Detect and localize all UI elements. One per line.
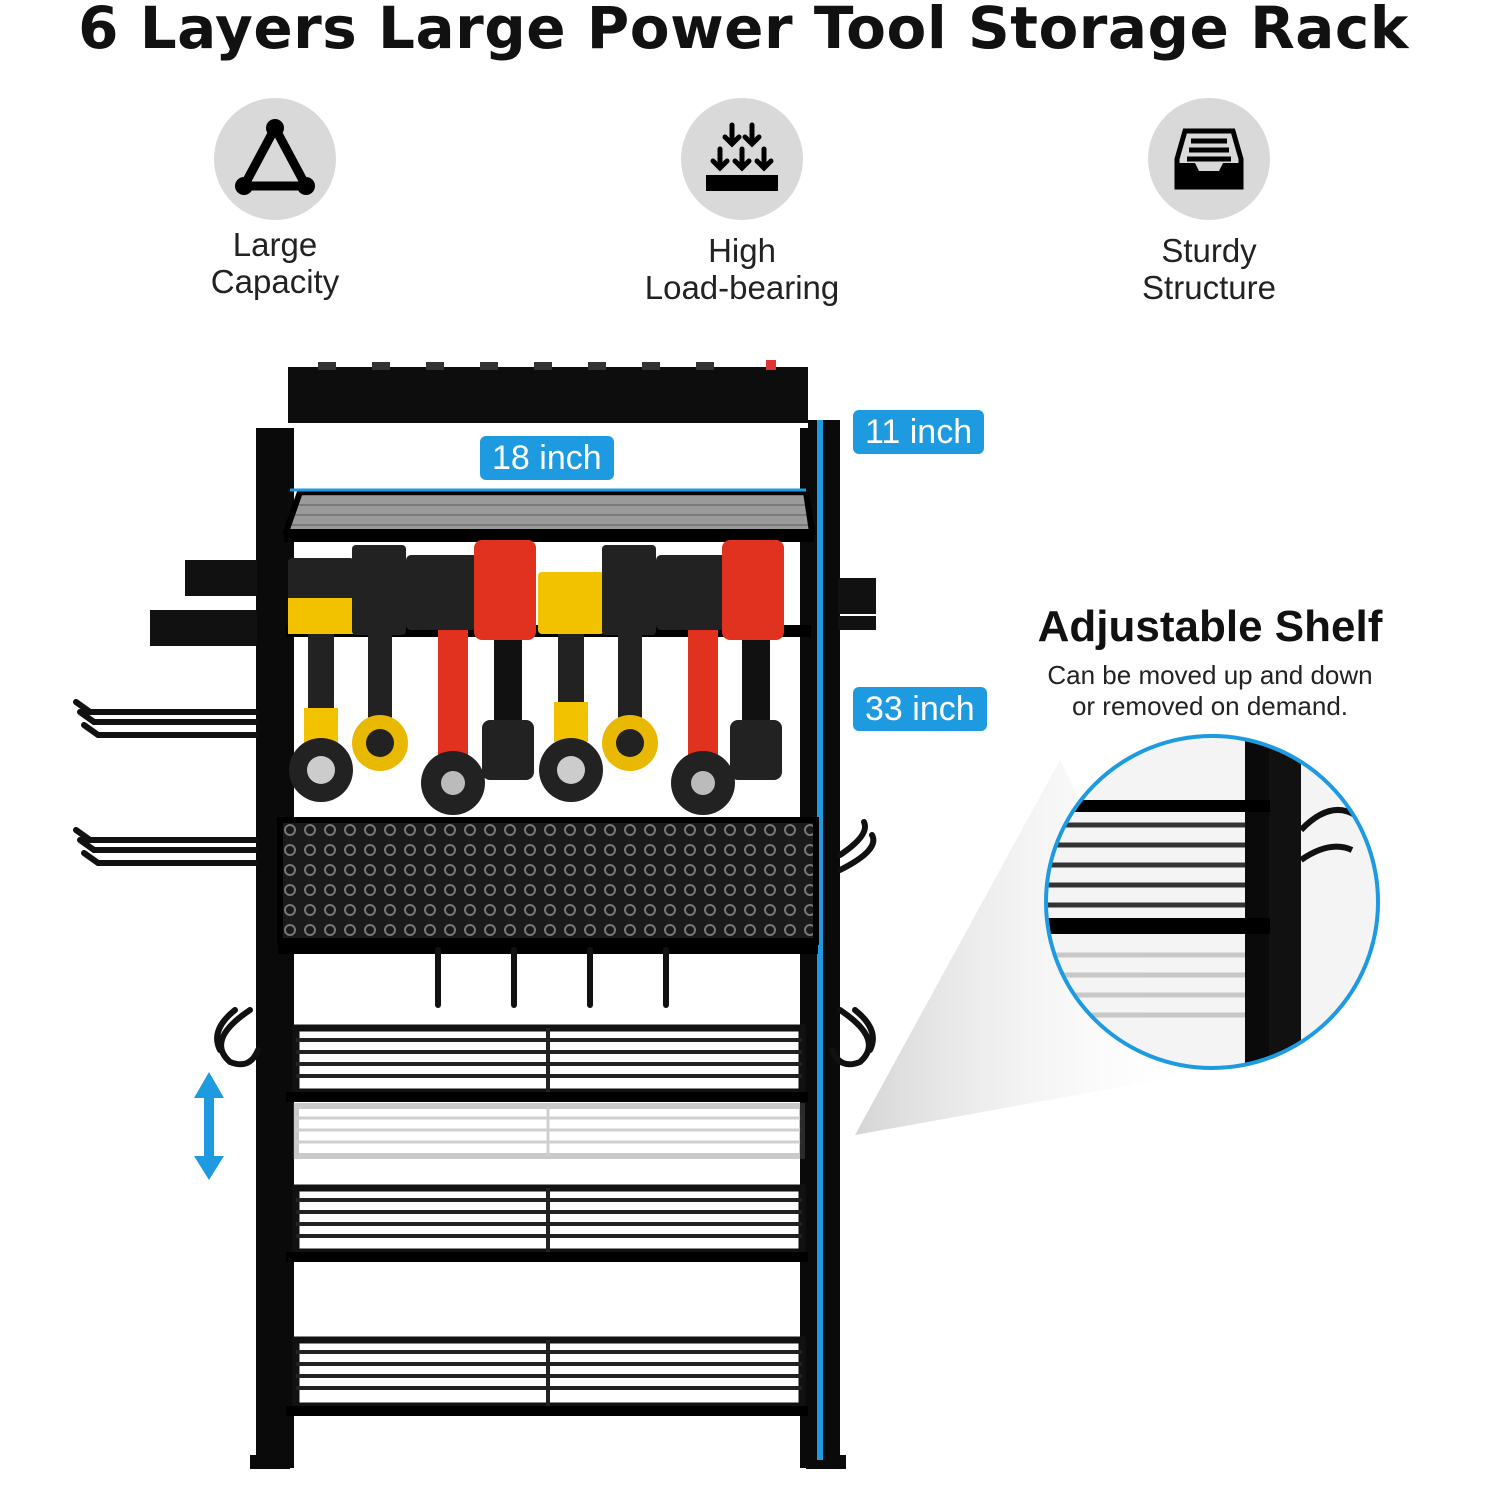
left-bit-holder (185, 560, 257, 596)
drill-6 (602, 545, 658, 771)
feature-sturdy-structure: Sturdy Structure (1059, 98, 1359, 306)
feature-label: High Load-bearing (644, 232, 840, 306)
drill-1 (288, 558, 354, 802)
power-strip (288, 367, 808, 423)
wire-shelf-3 (286, 1336, 808, 1416)
drill-4 (474, 540, 536, 780)
adjustable-shelf-title: Adjustable Shelf (1037, 602, 1383, 651)
feature-high-load-bearing: High Load-bearing (592, 98, 892, 306)
height-dimension-label: 33 inch (853, 687, 987, 731)
adjustable-shelf-description: Can be moved up and down or removed on d… (1047, 660, 1373, 721)
adjust-arrow-icon (194, 1072, 224, 1180)
depth-dimension-label: 11 inch (853, 410, 985, 454)
feature-large-capacity: Large Capacity (125, 98, 425, 300)
downward-arrows-load-icon (681, 98, 803, 220)
wire-shelf-2 (286, 1184, 808, 1262)
stacked-tray-icon (1148, 98, 1270, 220)
top-shelf (281, 489, 816, 535)
feature-label: Large Capacity (210, 226, 340, 300)
page-title: 6 Layers Large Power Tool Storage Rack (78, 0, 1409, 62)
wire-shelf-1 (286, 1024, 808, 1102)
feature-label: Sturdy Structure (1142, 232, 1276, 306)
width-dimension-label: 18 inch (480, 436, 614, 480)
wire-shelf-ghost (293, 1103, 805, 1159)
triangle-nodes-icon (214, 98, 336, 220)
drill-5 (538, 572, 604, 802)
zoom-detail-circle (1044, 734, 1380, 1070)
perforated-basket (277, 817, 819, 945)
drill-8 (722, 540, 784, 780)
right-bit-holder (838, 578, 876, 614)
drill-2 (352, 545, 408, 771)
